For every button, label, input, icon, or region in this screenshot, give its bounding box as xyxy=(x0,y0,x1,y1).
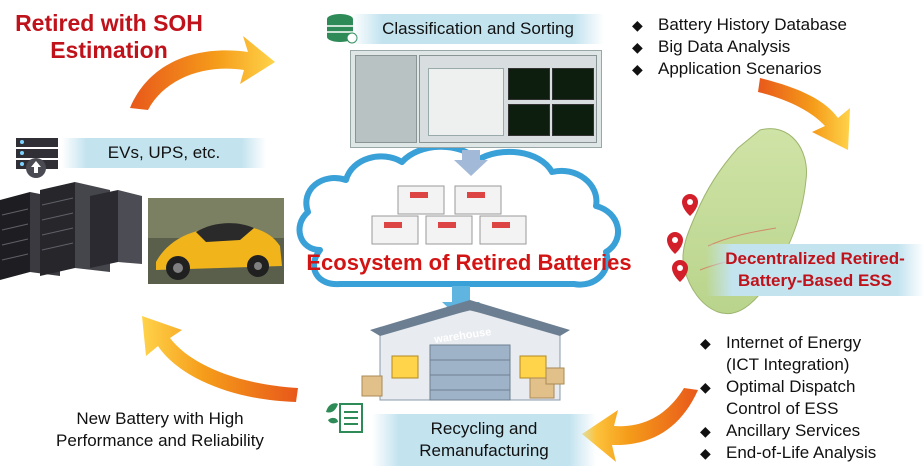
list-item: Ancillary Services xyxy=(700,420,922,442)
top-right-list: Battery History Database Big Data Analys… xyxy=(632,14,922,80)
new-battery-label: New Battery with High Performance and Re… xyxy=(30,408,290,452)
battery-pack-icon xyxy=(371,185,527,245)
down-arrow-top xyxy=(454,150,488,176)
classification-sorting-text: Classification and Sorting xyxy=(382,19,574,38)
decentralized-ess-line1: Decentralized Retired- xyxy=(725,249,905,268)
decentralized-ess-line2: Battery-Based ESS xyxy=(737,271,892,290)
list-item-line: Control of ESS xyxy=(726,399,839,418)
recycling-remanufacturing-label: Recycling and Remanufacturing xyxy=(372,414,596,466)
control-panel xyxy=(428,68,504,136)
equipment-cabinet xyxy=(355,55,417,143)
list-item-line: End-of-Life Analysis xyxy=(726,443,877,462)
list-item: Big Data Analysis xyxy=(632,36,922,58)
recycling-line1: Recycling and xyxy=(430,419,538,438)
evs-ups-label: EVs, UPS, etc. xyxy=(62,138,266,168)
arrow-bottom-left xyxy=(142,316,298,402)
list-item-line: (ICT Integration) xyxy=(726,355,850,374)
ecosystem-text: Ecosystem of Retired Batteries xyxy=(306,250,632,275)
arrow-bottom-right xyxy=(582,388,698,462)
recycling-line2: Remanufacturing xyxy=(419,441,549,460)
test-equipment-screenshot xyxy=(350,50,602,148)
decentralized-ess-label: Decentralized Retired- Battery-Based ESS xyxy=(706,244,924,296)
server-rack-icon xyxy=(0,182,142,280)
arrow-top-right xyxy=(758,78,850,150)
list-item: End-of-Life Analysis xyxy=(700,442,922,464)
monitor-chart-3 xyxy=(508,104,550,136)
list-item-line: Optimal Dispatch xyxy=(726,377,856,396)
list-item: Battery History Database xyxy=(632,14,922,36)
retired-soh-title: Retired with SOH Estimation xyxy=(4,10,214,64)
monitor-chart-4 xyxy=(552,104,594,136)
bottom-right-list: Internet of Energy (ICT Integration) Opti… xyxy=(700,332,922,464)
monitor-chart-1 xyxy=(508,68,550,100)
list-item: Application Scenarios xyxy=(632,58,922,80)
evs-ups-text: EVs, UPS, etc. xyxy=(107,143,221,162)
arrow-top-left xyxy=(130,36,275,110)
software-panel xyxy=(419,55,597,143)
server-stack-icon xyxy=(16,138,58,178)
warehouse-icon xyxy=(361,300,570,401)
retired-soh-title-line2: Estimation xyxy=(50,37,168,63)
retired-soh-title-line1: Retired with SOH xyxy=(15,10,203,36)
list-item-line: Ancillary Services xyxy=(726,421,861,440)
ecosystem-label: Ecosystem of Retired Batteries xyxy=(294,250,644,276)
classification-sorting-label: Classification and Sorting xyxy=(352,14,604,44)
monitor-chart-2 xyxy=(552,68,594,100)
list-item-line: Internet of Energy xyxy=(726,333,862,352)
list-item: Internet of Energy (ICT Integration) xyxy=(700,332,922,376)
recycling-document-icon xyxy=(326,403,363,433)
new-battery-line2: Performance and Reliability xyxy=(56,431,264,450)
ev-car-image xyxy=(148,198,284,284)
new-battery-line1: New Battery with High xyxy=(76,409,244,428)
